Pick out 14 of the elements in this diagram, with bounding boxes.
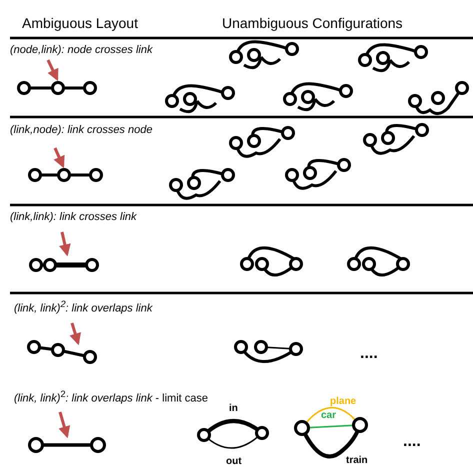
caption: (link,node): link crosses node (10, 124, 152, 136)
line-label: out (226, 456, 242, 467)
caption: (link, link)$^{2}$: link overlaps link - limit case (14, 389, 208, 405)
caption: (link, link)$^{2}$: link overlaps link (14, 299, 152, 315)
line-label: train (346, 455, 368, 466)
header: Unambiguous Configurations (222, 16, 403, 32)
ellipsis: .... (360, 345, 378, 363)
caption: (node,link): node crosses link (10, 44, 152, 56)
line-label: car (321, 410, 336, 421)
ellipsis: .... (403, 433, 421, 451)
line-label: in (229, 403, 238, 414)
line-label: plane (330, 396, 356, 407)
header: Ambiguous Layout (22, 16, 138, 32)
caption: (link,link): link crosses link (10, 211, 137, 224)
